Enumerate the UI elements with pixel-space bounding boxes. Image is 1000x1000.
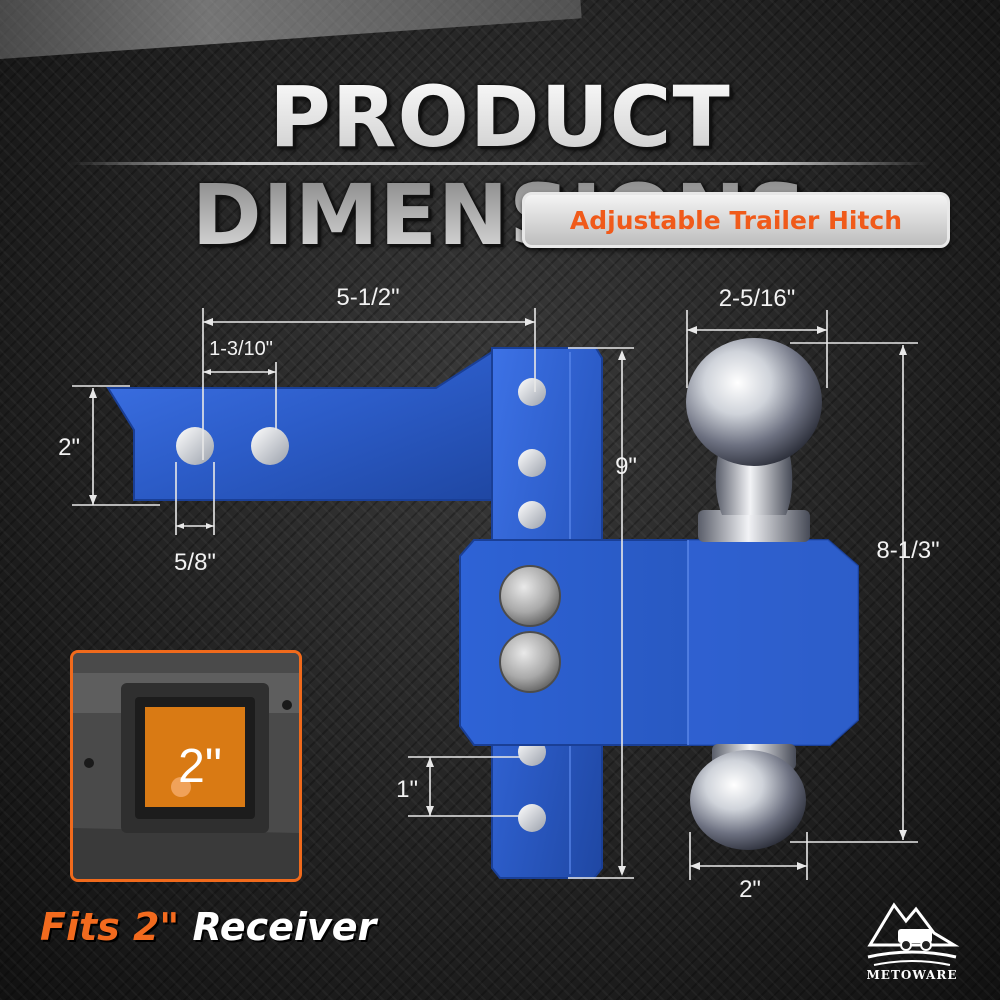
shank [106, 350, 493, 501]
dimension-arrows [89, 318, 907, 876]
receiver-size-label: 2" [178, 739, 222, 793]
hitch-ball-large [686, 338, 822, 542]
receiver-inset: 2" [70, 650, 302, 882]
dim-shank-length: 5-1/2" [336, 284, 399, 311]
lock-pin [499, 565, 561, 627]
fits-receiver-tagline: Fits 2" Receiver [40, 905, 376, 949]
truck-mountain-logo-icon [867, 902, 960, 966]
receiver-photo [73, 653, 299, 879]
subtitle-badge: Adjustable Trailer Hitch [522, 192, 950, 248]
dim-hole-pitch: 1" [396, 776, 418, 803]
dim-shank-height: 2" [58, 434, 80, 461]
pin-hole [176, 427, 214, 465]
tagline-rest: Receiver [179, 905, 377, 949]
ball-mount [459, 539, 859, 746]
brand-name: METOWARE [866, 968, 958, 982]
dim-pin-hole: 5/8" [174, 549, 216, 576]
dim-overall-height: 8-1/3" [876, 537, 939, 564]
lock-pin [499, 631, 561, 693]
dim-ball-large: 2-5/16" [719, 285, 796, 312]
hitch-ball-small [690, 744, 806, 850]
dim-hole-spacing: 1-3/10" [209, 338, 273, 360]
title-divider [70, 162, 930, 165]
dim-drop-height: 9" [615, 453, 637, 480]
dimension-lines [72, 308, 918, 880]
dim-ball-small: 2" [739, 876, 761, 903]
tagline-highlight: Fits 2" [40, 905, 180, 949]
pin-hole [251, 427, 289, 465]
